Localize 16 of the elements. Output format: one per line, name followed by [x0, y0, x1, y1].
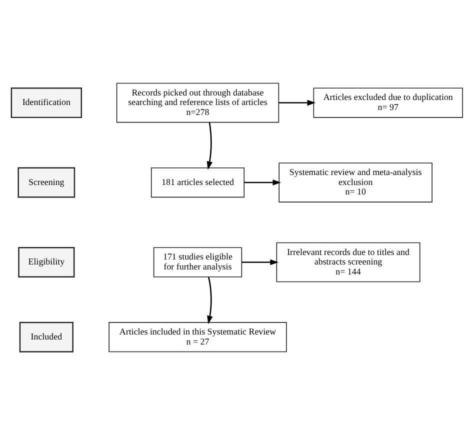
node-box: Eligibility	[18, 246, 75, 277]
arrow	[207, 276, 213, 324]
node-box: Articles excluded due to duplication n= 97	[313, 87, 463, 118]
node-box: Irrelevant records due to titles and abstracts screening n= 144	[276, 242, 420, 282]
arrow	[278, 99, 316, 106]
node-box: Identification	[10, 87, 82, 118]
node-box: 171 studies eligible for further analysis	[153, 246, 242, 277]
node-box: Records picked out through database searching and reference lists of articles n=278	[116, 82, 280, 122]
node-box: Articles included in this Systematic Review n = 27	[108, 322, 287, 352]
node-box: 181 articles selected	[150, 166, 245, 198]
node-box: Screening	[18, 166, 76, 198]
arrow	[242, 258, 279, 265]
arrow	[244, 179, 282, 185]
node-box: Included	[19, 321, 74, 352]
arrow	[206, 122, 212, 170]
node-box: Systematic review and meta-analysis exclusion n= 10	[278, 162, 432, 202]
